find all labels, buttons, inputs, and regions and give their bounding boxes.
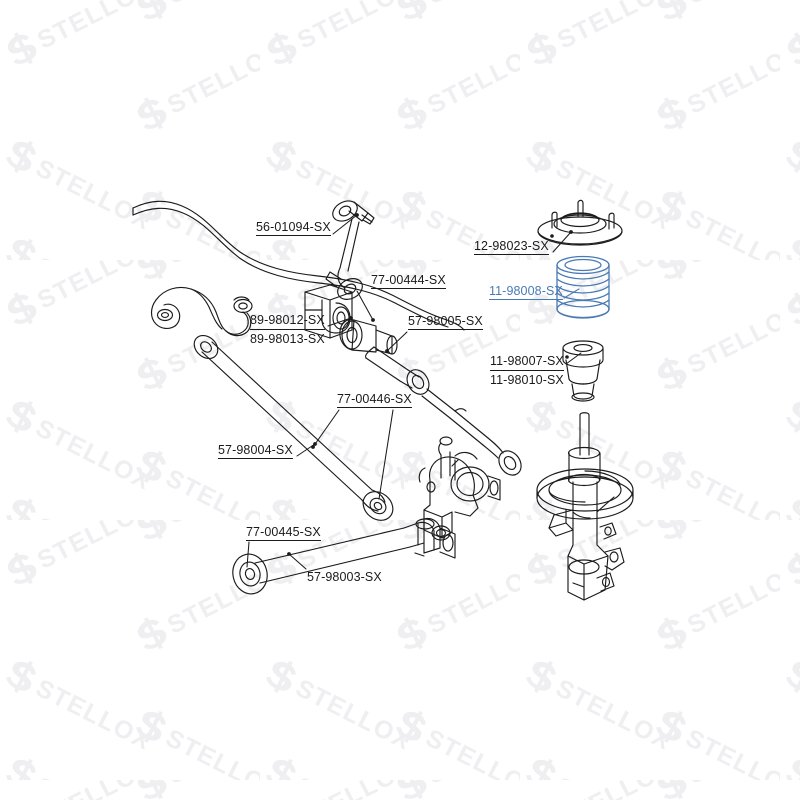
label-89-98012-sx-group: 89-98012-SX 89-98013-SX <box>250 312 325 347</box>
label-77-00446-sx: 77-00446-SX <box>337 392 412 408</box>
label-text-primary: 11-98007-SX <box>490 353 564 371</box>
part-stabilizer-bar <box>132 200 465 331</box>
label-text-secondary: 11-98010-SX <box>490 373 564 387</box>
label-56-01094-sx: 56-01094-SX <box>256 220 331 236</box>
label-text: 77-00446-SX <box>337 392 412 408</box>
label-text: 11-98008-SX <box>489 284 563 300</box>
part-stabilizer-bracket <box>150 286 253 337</box>
leader-lines <box>246 213 582 570</box>
label-12-98023-sx: 12-98023-SX <box>474 239 549 255</box>
part-upper-control-arm <box>364 346 522 476</box>
label-11-98008-sx-highlighted[interactable]: 11-98008-SX <box>489 284 563 300</box>
label-text: 77-00445-SX <box>246 525 321 541</box>
label-text: 57-98004-SX <box>218 443 293 459</box>
part-strut-mount <box>537 199 623 246</box>
part-stabilizer-bushing <box>304 284 353 339</box>
label-11-98007-sx-group: 11-98007-SX 11-98010-SX <box>490 353 564 388</box>
part-steering-knuckle <box>418 436 501 541</box>
label-77-00444-sx: 77-00444-SX <box>371 273 446 289</box>
label-text-secondary: 89-98013-SX <box>250 332 325 346</box>
label-text-primary: 89-98012-SX <box>250 312 325 330</box>
part-trailing-arm <box>193 334 394 521</box>
label-text: 57-98003-SX <box>307 570 382 584</box>
label-77-00445-sx: 77-00445-SX <box>246 525 321 541</box>
label-text: 77-00444-SX <box>371 273 446 289</box>
part-link-bushing <box>339 318 398 355</box>
label-57-98003-sx: 57-98003-SX <box>307 570 382 584</box>
label-text: 56-01094-SX <box>256 220 331 236</box>
part-shock-absorber-strut <box>536 412 634 601</box>
label-text: 12-98023-SX <box>474 239 549 255</box>
part-dust-boot-highlighted <box>556 255 610 319</box>
label-text: 57-98005-SX <box>408 314 483 330</box>
label-57-98005-sx: 57-98005-SX <box>408 314 483 330</box>
label-57-98004-sx: 57-98004-SX <box>218 443 293 459</box>
part-bump-stop <box>562 340 604 402</box>
